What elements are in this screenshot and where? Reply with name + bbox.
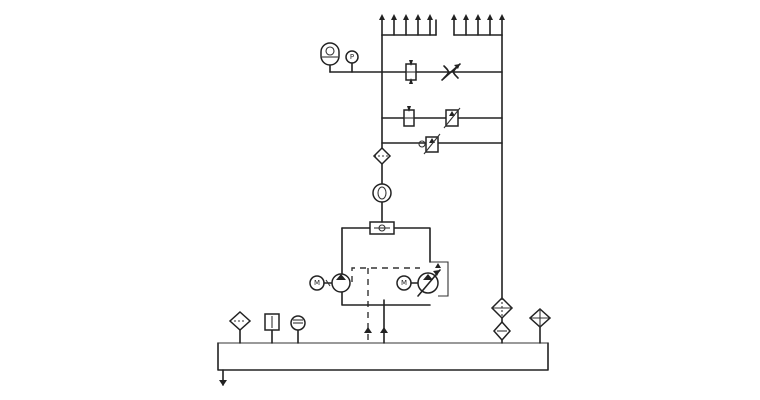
accumulator-symbol xyxy=(320,42,340,73)
pressure-filter-symbol xyxy=(372,146,392,166)
air-breather-symbol xyxy=(228,310,252,344)
directional-valve-top xyxy=(405,60,417,84)
actuator-manifold-right xyxy=(451,14,505,36)
actuator-manifold-left xyxy=(379,14,437,36)
pressure-gauge-top: P xyxy=(345,50,359,73)
directional-valve-mid xyxy=(403,106,415,127)
motor-left-label: M xyxy=(314,279,320,287)
pump-group-frame xyxy=(341,227,431,306)
pressure-reducing-valve-low xyxy=(418,133,441,155)
thermometer-symbol xyxy=(290,315,306,344)
reservoir-tank xyxy=(217,342,549,386)
check-valve-block xyxy=(369,221,395,235)
throttle-valve-top xyxy=(441,63,461,81)
cooler-symbol xyxy=(528,307,552,344)
return-check-valve-symbol xyxy=(492,320,512,342)
return-filter-symbol xyxy=(490,296,514,320)
relief-valve-box xyxy=(430,261,449,297)
motor-right-symbol: M xyxy=(396,275,419,291)
pressure-reducing-valve-mid xyxy=(443,107,461,129)
pump-left-symbol xyxy=(331,273,351,293)
gauge-top-label: P xyxy=(350,53,354,61)
level-gauge-symbol xyxy=(264,313,280,344)
flow-meter-symbol xyxy=(372,183,392,203)
motor-left-symbol: M xyxy=(309,275,333,291)
motor-right-label: M xyxy=(401,279,407,287)
variable-pump-symbol xyxy=(417,269,441,297)
